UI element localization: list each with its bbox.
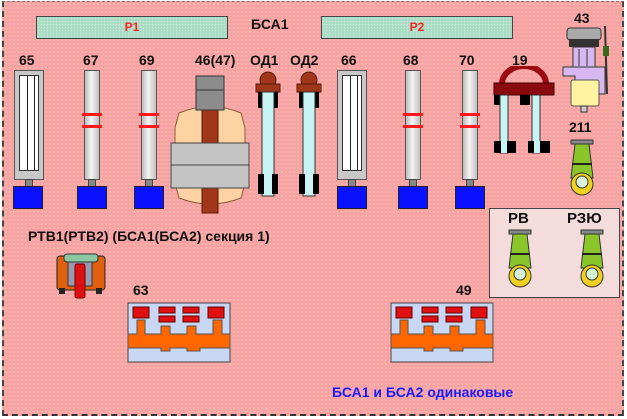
device-70-drive (455, 186, 485, 209)
label-68: 68 (403, 52, 419, 68)
label-211: 211 (569, 119, 592, 135)
device-43[interactable] (559, 24, 619, 118)
device-63[interactable] (127, 302, 231, 364)
device-69-ring (139, 125, 159, 128)
device-19[interactable] (492, 66, 556, 156)
device-69-ring (139, 113, 159, 116)
device-43-head (566, 27, 602, 41)
device-66-drive (337, 186, 367, 209)
bus-bar-p1: P1 (36, 16, 228, 39)
device-70-ring (460, 113, 480, 116)
label-46-47: 46(47) (195, 52, 236, 68)
device-43-motor (570, 79, 600, 107)
bus-bar-p2: P2 (321, 16, 513, 39)
device-46-47[interactable] (165, 68, 255, 218)
device-65-drive (13, 186, 43, 209)
label-rv: РВ (508, 210, 529, 227)
device-49[interactable] (390, 302, 494, 364)
transformer-cap (195, 75, 225, 111)
label-66: 66 (341, 52, 357, 68)
label-19: 19 (512, 52, 528, 68)
device-od1[interactable] (250, 64, 286, 200)
device-70-ring (460, 125, 480, 128)
device-19-arc (499, 66, 549, 85)
device-68-ring (403, 113, 423, 116)
label-69: 69 (139, 52, 155, 68)
device-65-body (14, 70, 44, 180)
device-67-ring (82, 125, 102, 128)
drive-rv[interactable] (503, 228, 537, 290)
footer-note: БСА1 и БСА2 одинаковые (332, 384, 514, 400)
device-69-drive (134, 186, 164, 209)
label-67: 67 (83, 52, 99, 68)
drive-rzyu[interactable] (575, 228, 609, 290)
label-od1: ОД1 (250, 52, 279, 68)
label-63: 63 (133, 282, 149, 298)
section-label: РТВ1(РТВ2) (БСА1(БСА2) секция 1) (28, 228, 270, 244)
label-43: 43 (574, 10, 590, 26)
label-70: 70 (459, 52, 475, 68)
device-68-ring (403, 125, 423, 128)
title-label: БСА1 (251, 16, 289, 32)
device-68-drive (398, 186, 428, 209)
device-67-drive (77, 186, 107, 209)
device-rtv[interactable] (54, 248, 110, 300)
device-67-ring (82, 113, 102, 116)
device-od2[interactable] (291, 64, 327, 200)
label-49: 49 (456, 282, 472, 298)
label-65: 65 (19, 52, 35, 68)
device-211[interactable] (565, 138, 599, 198)
device-66-body (337, 70, 367, 180)
label-rzyu: РЗЮ (567, 210, 602, 227)
label-od2: ОД2 (290, 52, 319, 68)
